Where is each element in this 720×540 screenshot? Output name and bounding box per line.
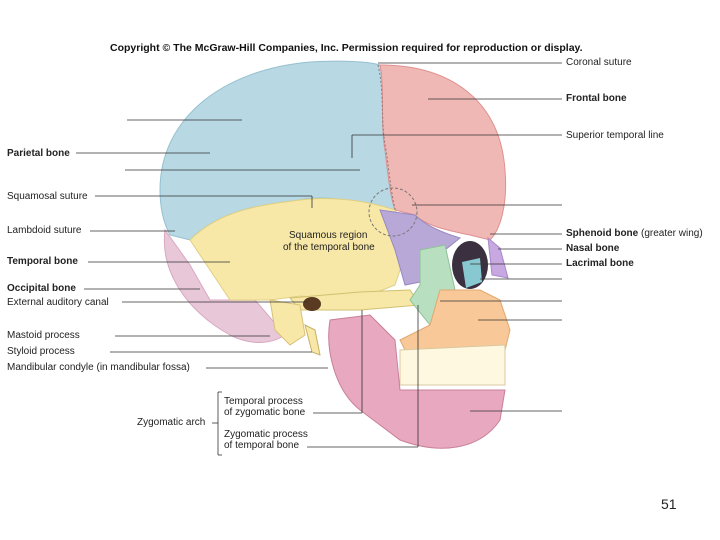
- leader-lines-right: [351, 62, 562, 412]
- label-sphenoid-bone-row: Sphenoid bone (greater wing): [566, 228, 703, 240]
- label-styloid-process: Styloid process: [7, 346, 75, 357]
- label-lacrimal-bone: Lacrimal bone: [566, 258, 634, 269]
- lacrimal-bone: [462, 258, 482, 288]
- squamous-label-line1: Squamous region: [289, 230, 367, 241]
- label-superior-temporal-line: Superior temporal line: [566, 130, 664, 141]
- label-nasal-bone: Nasal bone: [566, 243, 620, 254]
- label-sphenoid-bone: Sphenoid bone: [566, 228, 639, 239]
- upper-teeth: [399, 344, 506, 386]
- label-parietal-bone: Parietal bone: [7, 148, 70, 159]
- label-temporal-bone: Temporal bone: [7, 256, 78, 267]
- zygomatic-arch-bracket: [212, 305, 419, 456]
- label-coronal-suture: Coronal suture: [566, 57, 632, 68]
- squamous-label-line2: of the temporal bone: [283, 242, 375, 253]
- label-squamosal-suture: Squamosal suture: [7, 191, 88, 202]
- nasal-bone: [487, 236, 509, 279]
- label-temporal-process-2: of zygomatic bone: [224, 407, 306, 418]
- label-lambdoid-suture: Lambdoid suture: [7, 225, 82, 236]
- label-zygomatic-arch: Zygomatic arch: [137, 417, 206, 428]
- label-zygomatic-process-2: of temporal bone: [224, 440, 300, 451]
- label-occipital-bone: Occipital bone: [7, 283, 76, 294]
- slide-number: 51: [661, 496, 677, 512]
- label-mandibular-condyle: Mandibular condyle (in mandibular fossa): [7, 362, 190, 373]
- mastoid-process: [269, 299, 306, 346]
- label-zygomatic-process-1: Zygomatic process: [224, 429, 308, 440]
- label-temporal-process-1: Temporal process: [224, 396, 303, 407]
- leader-lines-left: [76, 119, 360, 369]
- copyright-notice: Copyright © The McGraw-Hill Companies, I…: [110, 42, 583, 54]
- label-frontal-bone: Frontal bone: [566, 93, 627, 104]
- mandible: [328, 314, 506, 449]
- external-auditory-canal: [303, 297, 321, 311]
- label-mastoid-process: Mastoid process: [7, 330, 80, 341]
- styloid-process: [304, 324, 321, 356]
- label-sphenoid-note: (greater wing): [641, 228, 703, 239]
- label-external-auditory-canal: External auditory canal: [7, 297, 109, 308]
